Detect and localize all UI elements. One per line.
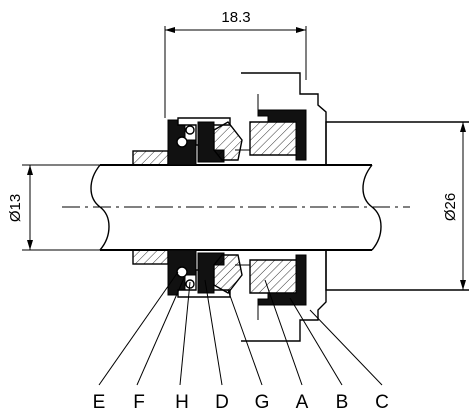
part-labels: E F H D G A B C bbox=[93, 392, 389, 413]
label-e: E bbox=[93, 392, 106, 413]
seal-lower bbox=[132, 249, 307, 306]
label-d: D bbox=[215, 392, 229, 413]
label-g: G bbox=[255, 392, 270, 413]
housing bbox=[241, 72, 469, 342]
shaft-diameter-dimension: Ø13 bbox=[7, 164, 100, 251]
housing-diameter-text: Ø26 bbox=[442, 193, 459, 221]
label-b: B bbox=[336, 392, 349, 413]
length-dimension: 18.3 bbox=[164, 9, 307, 118]
shaft bbox=[62, 164, 410, 251]
leader-lines bbox=[98, 271, 383, 386]
label-f: F bbox=[133, 392, 145, 413]
label-h: H bbox=[175, 392, 189, 413]
shaft-diameter-text: Ø13 bbox=[7, 194, 24, 222]
seal-upper bbox=[132, 109, 307, 166]
label-c: C bbox=[375, 392, 389, 413]
label-a: A bbox=[296, 392, 309, 413]
length-dimension-text: 18.3 bbox=[221, 9, 250, 26]
housing-diameter-dimension: Ø26 bbox=[442, 122, 466, 290]
